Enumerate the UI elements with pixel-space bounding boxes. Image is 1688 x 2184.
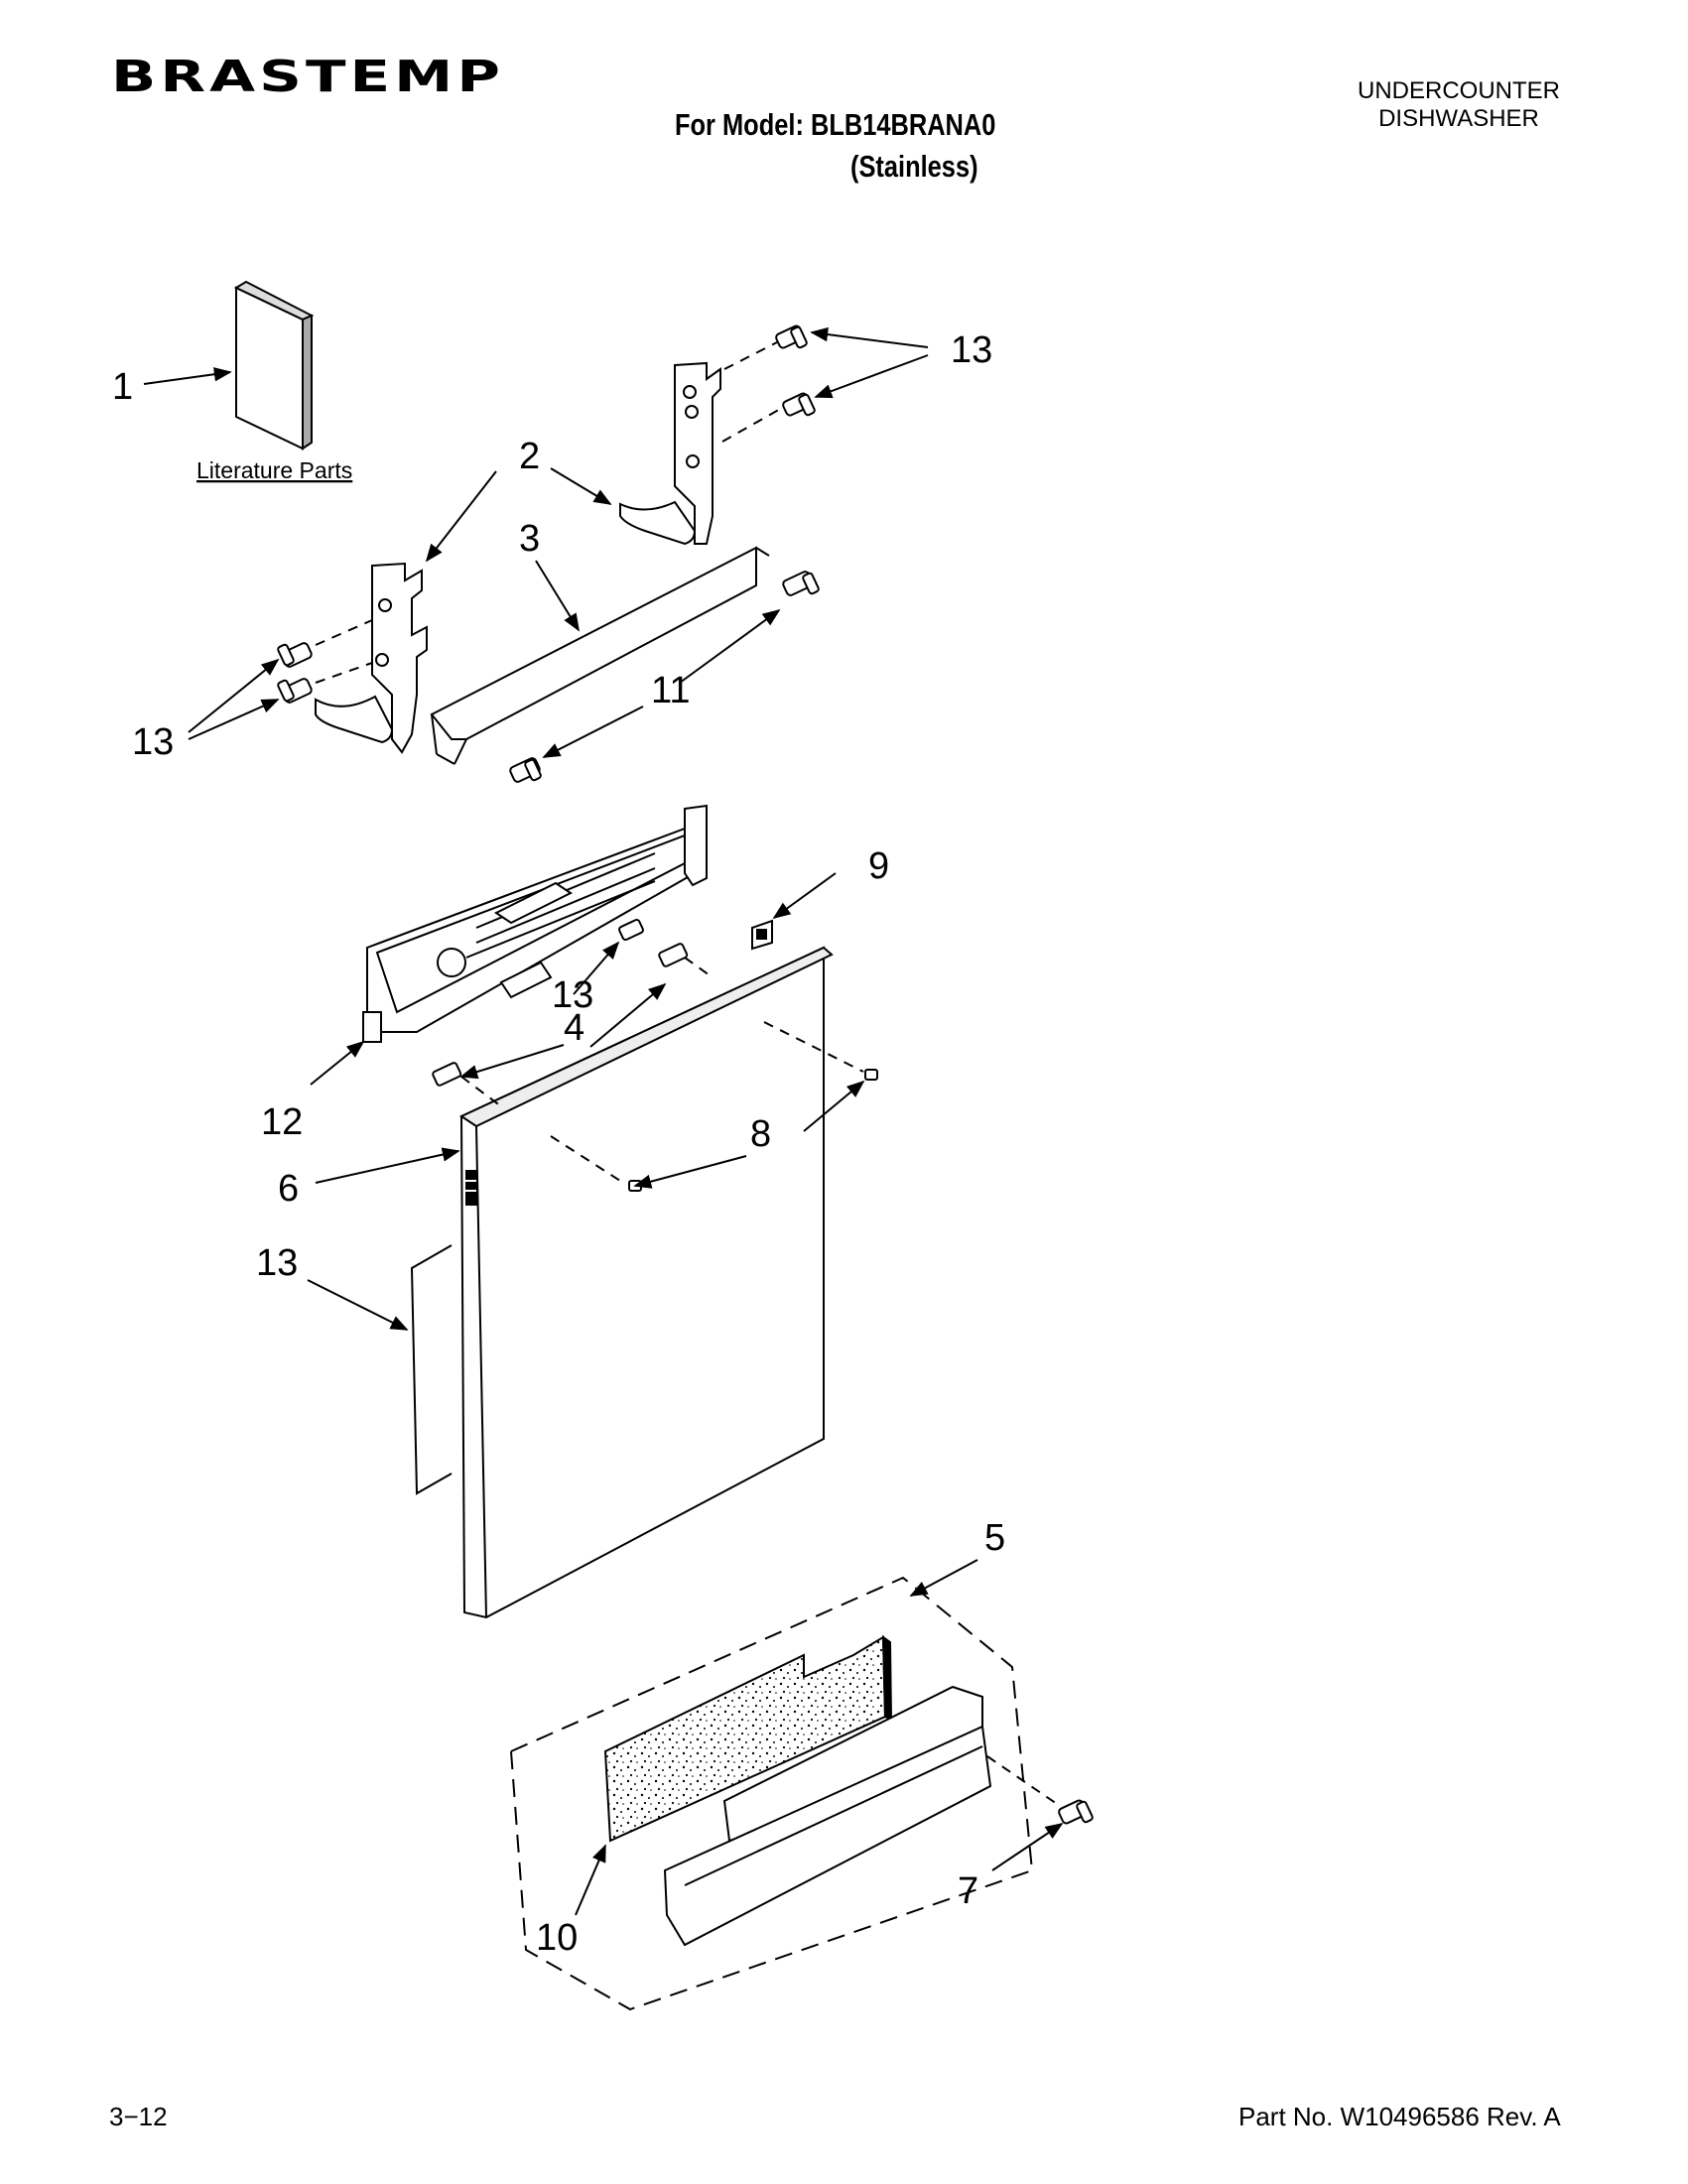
- screw-left-1: [277, 642, 313, 668]
- callout-2: 2: [519, 436, 540, 477]
- screw-top-2: [782, 392, 816, 417]
- callout-12: 12: [261, 1101, 303, 1143]
- leader-lines: [143, 326, 1064, 1916]
- screw-toe-kick: [1058, 1799, 1094, 1825]
- brand-logo: BRASTEMP: [111, 52, 504, 102]
- page-number: 3−12: [109, 2102, 168, 2131]
- screw-door-left: [432, 1062, 462, 1087]
- literature-label: Literature Parts: [196, 457, 352, 483]
- console-assembly: [362, 804, 708, 1043]
- callout-8: 8: [750, 1113, 771, 1155]
- toe-kick-box: [509, 1576, 1034, 2011]
- dashes-toe-kick: [986, 1755, 1061, 1807]
- callout-9: 9: [868, 845, 889, 887]
- callout-5: 5: [984, 1517, 1005, 1559]
- door-screw-right: [864, 1069, 878, 1081]
- callout-13-console: 13: [552, 974, 593, 1016]
- callout-13-left: 13: [132, 721, 174, 763]
- callout-10: 10: [536, 1917, 578, 1959]
- literature-booklet: [233, 280, 315, 450]
- callouts: 1 2 3 13 13 11 9 13 4 12 8 6 13 5 7 10: [112, 329, 1005, 1959]
- access-panel-strip: [430, 546, 770, 765]
- assembly-guides: [315, 341, 785, 684]
- callout-13-top: 13: [951, 329, 992, 371]
- screw-door-top: [658, 943, 689, 967]
- model-variant: (Stainless): [850, 149, 978, 184]
- callout-1: 1: [112, 366, 133, 408]
- screw-strip-right: [782, 571, 820, 596]
- toe-kick-panel: [663, 1685, 992, 1947]
- outer-door-panel: [458, 946, 834, 1619]
- product-type-line-1: UNDERCOUNTER: [1358, 77, 1560, 104]
- callout-4: 4: [564, 1007, 584, 1049]
- screw-top-1: [775, 324, 808, 349]
- product-type: UNDERCOUNTER DISHWASHER: [1310, 77, 1608, 133]
- dashes-door: [460, 957, 864, 1182]
- callout-3: 3: [519, 518, 540, 560]
- screw-strip-left: [509, 757, 542, 783]
- callout-6: 6: [278, 1168, 299, 1210]
- gasket-strip: [410, 1244, 453, 1495]
- part-number: Part No. W10496586 Rev. A: [1238, 2102, 1561, 2131]
- screw-left-2: [277, 678, 313, 704]
- callout-11: 11: [651, 670, 690, 711]
- product-type-line-2: DISHWASHER: [1378, 105, 1539, 132]
- model-title: For Model: BLB14BRANA0: [675, 107, 996, 142]
- hinge-bracket-left: [315, 562, 428, 754]
- callout-7: 7: [958, 1870, 978, 1912]
- door-clip: [751, 919, 773, 951]
- callout-13-gasket: 13: [256, 1242, 298, 1284]
- screw-console: [618, 918, 644, 942]
- hinge-bracket-right: [619, 361, 721, 546]
